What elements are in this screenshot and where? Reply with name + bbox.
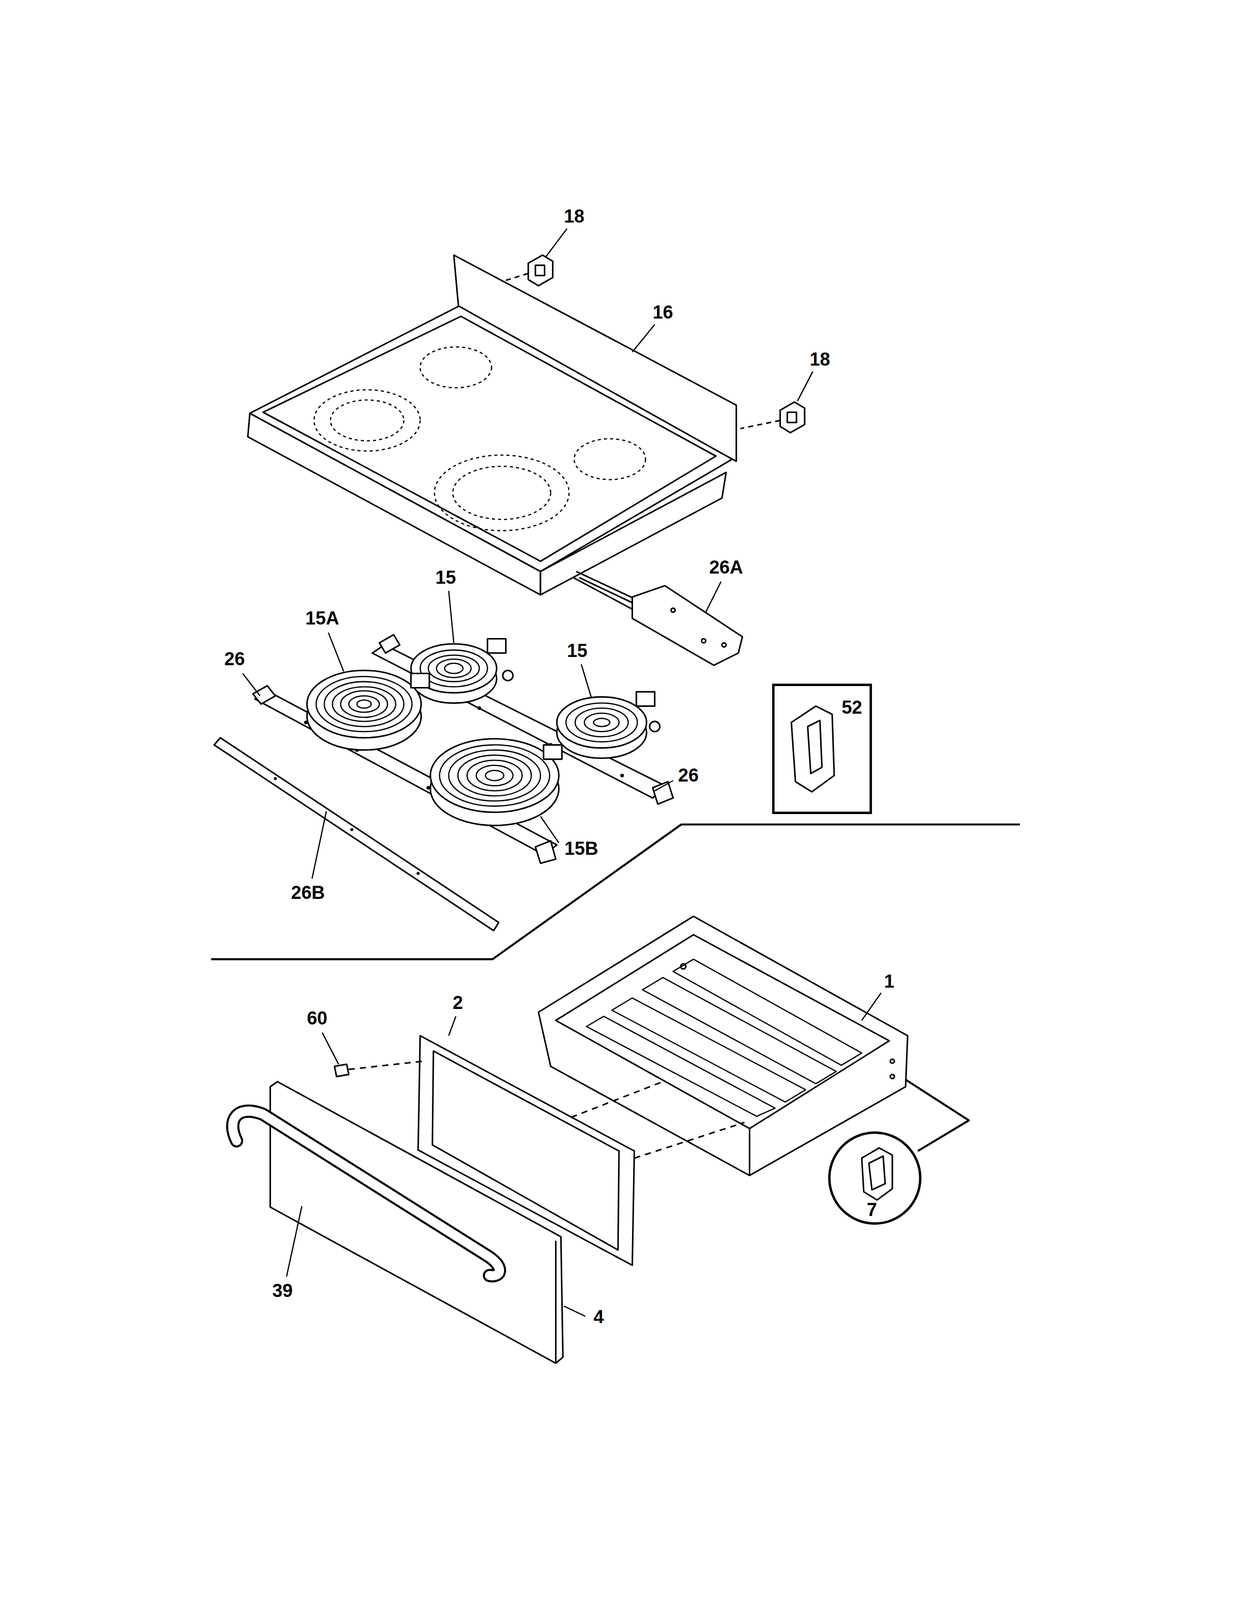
callout-box: 52 [772,683,872,814]
callout-circle: 7 [827,1130,922,1225]
callout-number: 15 [435,568,456,587]
callout-number: 15 [567,641,588,660]
callout-number: 26A [709,557,744,577]
callout-number: 39 [272,1281,293,1300]
callout-number: 26 [224,649,245,668]
callout-number: 15A [305,608,340,628]
callout-number: 15B [564,839,599,858]
callout-number: 52 [841,697,862,717]
callout-number: 26 [678,765,699,785]
callout-number: 26B [291,883,326,902]
callout-number: 16 [652,302,673,322]
callout-number: 18 [563,206,585,226]
callout-number: 60 [306,1008,328,1028]
callout-number: 18 [809,349,830,369]
callout-number: 7 [866,1200,877,1219]
callout-number: 2 [452,993,463,1012]
callout-number: 1 [884,971,895,991]
callout-number: 4 [593,1307,604,1326]
